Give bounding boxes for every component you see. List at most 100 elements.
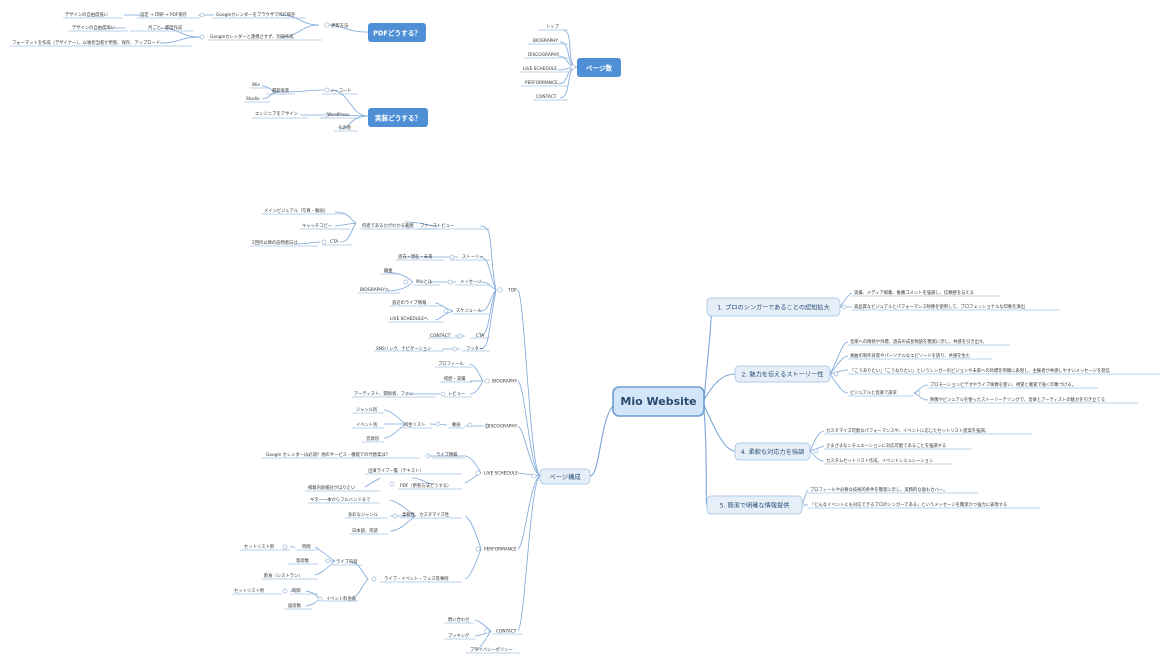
perf-live-content[interactable]: ライブ内容 [336, 558, 358, 565]
top-cta-leaf: 2回目以降の訪問者向け [252, 239, 298, 246]
page-item-biography: BIOGRAPHY [533, 38, 558, 44]
live-pdf-sub: 掲載内容検討がほりたい [308, 484, 355, 491]
pdf-branch1-leaf: デザインの自由度低い [65, 11, 108, 18]
top-sns: SNSリンク、ナビゲーション [376, 345, 431, 352]
contact-booking: ブッキング [448, 632, 470, 639]
pdf-branch1-sub[interactable]: 設定 → 印刷 → PDF保存 [140, 11, 188, 18]
page-item-live-schedule: LIVE SCHEDULE [523, 66, 557, 72]
top-message[interactable]: メッセージ [460, 279, 482, 285]
live-pdf[interactable]: PDF（更新方法どうする） [400, 482, 451, 489]
bio-review[interactable]: レビュー [448, 390, 465, 397]
goal-2-node[interactable] [734, 365, 831, 383]
perf-audience: 客席数 [296, 557, 310, 564]
top-mio-is[interactable]: Mioとは [416, 279, 433, 285]
perf-flex[interactable]: 柔軟性、カスタマイズ性 [402, 511, 450, 518]
goal-4-node[interactable] [734, 442, 811, 461]
goal-2-title: 2. 魅力を伝えるストーリー性 [742, 371, 824, 379]
impl-engineer: エンジニアをアサイン [255, 110, 298, 117]
goal-4-point-2: さまざまなシチュエーションに対応可能であることを強調する [826, 442, 946, 449]
pdf-branch2-leaf1: デザインの自由度高い [72, 24, 115, 31]
top-story[interactable]: ストーリー [462, 254, 483, 260]
pdf-update-method: 更新方法 [331, 22, 349, 29]
goal-1-node[interactable] [706, 297, 841, 317]
impl-candidate[interactable]: 最新実装 [272, 87, 290, 94]
impl-nocode[interactable]: ノーコード [330, 88, 351, 94]
page-item-discography: DISCOGRAPHY [528, 52, 560, 58]
perf-time: 時間 [302, 544, 311, 550]
top-cta2[interactable]: CTA [476, 333, 484, 339]
live-list: 出演ライブ一覧（テキスト） [368, 467, 424, 474]
perf-langs: 日本語、英語 [352, 527, 378, 534]
top-cta[interactable]: CTA [330, 239, 338, 245]
pdf-title: PDFどうする？ [373, 29, 421, 38]
top-catchcopy: キャッチコピー [302, 223, 332, 229]
pdf-branch1[interactable]: Googleカレンダーをブラウザで​PDF保存 [216, 11, 296, 18]
section-biography[interactable]: BIOGRAPHY [492, 379, 517, 385]
goal-1-point-2: 高品質なビジュアルとパフォーマンス映像を使用して、プロフェッショナルな印象を演出 [854, 303, 1025, 310]
disco-event: イベント別 [356, 421, 377, 428]
pages-box[interactable] [577, 58, 621, 77]
section-live-schedule[interactable]: LIVE SCHEDULE [484, 471, 518, 477]
disco-genre: ジャンル別 [356, 406, 377, 413]
goal-5-title: 5. 簡潔で明確な情報提供 [720, 502, 790, 510]
perf-time2: 時間 [292, 588, 301, 594]
pdf-box[interactable] [368, 23, 426, 42]
page-item-top: トップ [546, 24, 560, 30]
top-schedule[interactable]: スケジュール [456, 307, 482, 314]
goal-2-point-3: 「こうありたい」「こうなりたい」というシンガーのビジョンや未来への目標を明確に表… [850, 367, 1111, 374]
perf-event-fee[interactable]: イベント料金表 [326, 595, 357, 602]
pages-title: ページ数 [586, 64, 613, 73]
section-top[interactable]: TOP [507, 288, 517, 294]
structure-node[interactable] [539, 468, 591, 485]
contact-privacy: プライバシーポリシー [470, 646, 513, 653]
perf-guitar: ギター一本からフルバンドまで [310, 496, 370, 503]
impl-box[interactable] [368, 108, 428, 127]
live-question: Google カレンダーは必須？他のサービス・機能での代替案は？ [266, 451, 390, 458]
top-to-bio: BIOGRAPHYへ [360, 287, 390, 293]
top-firstview[interactable]: ファーストビュー [420, 222, 454, 229]
disco-album: 音源別 [366, 435, 379, 442]
perf-audience2: 座席数 [288, 602, 302, 609]
bio-profile: プロフィール [438, 361, 464, 367]
goal-2-subpoint-1: プロモーションビデオやライブ映像を使い、視覚と聴覚で強く印象づける。 [930, 381, 1076, 388]
perf-setlist2[interactable]: セットリスト例 [234, 587, 264, 594]
contact-inquiry: 問い合わせ [448, 616, 469, 623]
goal-4-title: 4. 柔軟な対応力を強調 [741, 448, 805, 456]
structure-title: ページ構成 [549, 472, 581, 481]
page-item-contact: CONTACT [536, 94, 557, 100]
section-discography[interactable]: DISCOGRAPHY [486, 424, 518, 430]
bio-review-sub: アーティスト、関係者、ファン [354, 390, 414, 397]
goal-5-point-2: 「どんなイベントにも対応できるプロのシンガーである」というメッセージを簡潔かつ強… [810, 501, 1007, 508]
pdf-branch2[interactable]: Googleカレンダーと連携させず、別途作成 [210, 33, 294, 40]
top-firstview-sub[interactable]: 何者であるかがわかる表現 [362, 222, 414, 229]
top-story-sub: 過去・現在・未来 [398, 253, 433, 260]
pdf-branch2-sub[interactable]: 月ごと、都度作成 [148, 24, 183, 31]
section-contact[interactable]: CONTACT [496, 629, 517, 635]
goal-4-point-1: カスタマイズ可能なパフォーマンスや、イベントに応じたセットリスト提案を強調。 [826, 427, 989, 434]
perf-setlist[interactable]: セットリスト例 [244, 543, 274, 550]
section-performance[interactable]: PERFORMANCE [484, 547, 517, 553]
goal-2-point-4[interactable]: ビジュアルと音楽で訴求 [850, 389, 898, 396]
live-info[interactable]: ライブ情報 [436, 451, 458, 458]
goal-5-node[interactable] [706, 495, 803, 515]
impl-wix: Wix [252, 82, 260, 88]
top-contact: CONTACT [430, 333, 451, 339]
top-to-live: LIVE SCHEDULEへ [390, 316, 429, 322]
top-main-visual: メインビジュアル（写真・動画） [264, 207, 328, 214]
perf-dinner: 飲食（レストラン） [264, 572, 303, 579]
impl-studio: Studio [246, 96, 260, 102]
goal-5-point-1: プロフィールや必要な技術的条件を簡潔に示し、実務的な面もカバー。 [810, 486, 947, 493]
perf-live-examples[interactable]: ライブ・イベント・フェス等事例 [384, 575, 448, 582]
goal-2-point-1: 音楽への情熱や目標、過去の成長物語を簡潔に示し、共感を引き出す。 [850, 338, 987, 345]
center-node[interactable] [612, 386, 705, 417]
top-footer[interactable]: フッター [466, 345, 483, 352]
goal-1-title: 1. プロのシンガーであることの認知拡大 [717, 304, 830, 312]
impl-wordpress[interactable]: WordPress [327, 112, 350, 118]
goal-2-point-2: 楽曲の制作背景やパーソナルなエピソードを語り、共感を生む [850, 352, 970, 359]
disco-playlist[interactable]: 再生リスト [404, 421, 425, 428]
goal-1-point-1: 実績、メディア掲載、推薦コメントを強調し、信頼感を与える [854, 289, 974, 296]
disco-video[interactable]: 動画 [452, 421, 461, 428]
impl-title: 実装どうする？ [375, 114, 421, 123]
perf-genres: 多彩なジャンル [348, 511, 379, 518]
